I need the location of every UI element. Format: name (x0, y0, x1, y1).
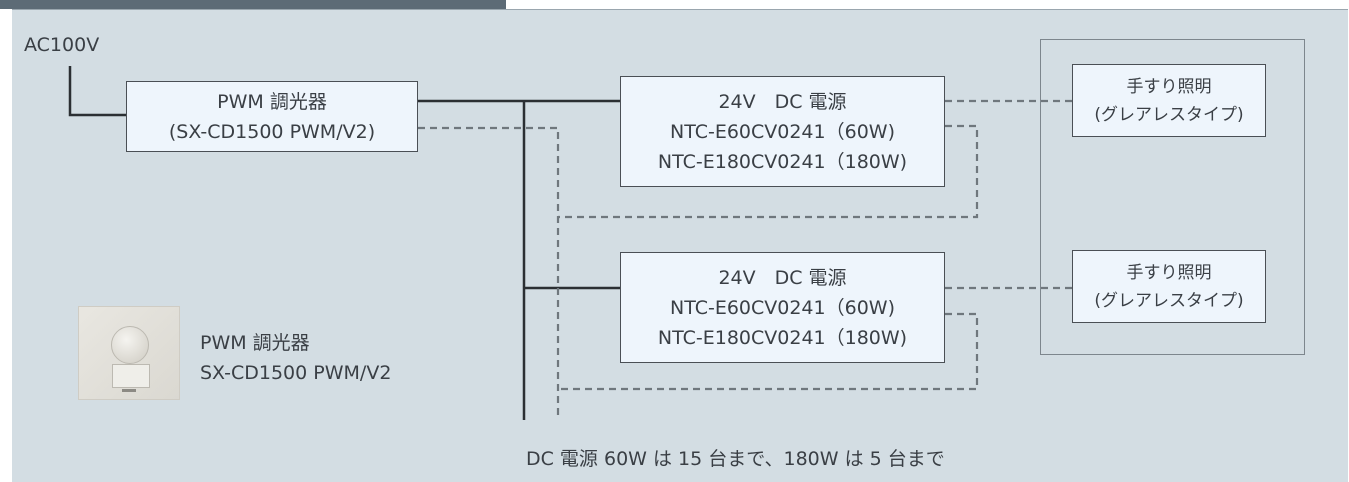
psu-title: 24V DC 電源 (718, 87, 846, 117)
dimmer-box: PWM 調光器 (SX-CD1500 PWM/V2) (126, 81, 418, 152)
photo-caption-title: PWM 調光器 (200, 328, 391, 358)
dimmer-photo (78, 306, 180, 400)
photo-caption-model: SX-CD1500 PWM/V2 (200, 358, 391, 388)
dimmer-photo-caption: PWM 調光器 SX-CD1500 PWM/V2 (200, 328, 391, 388)
psu-model-180w: NTC-E180CV0241（180W) (658, 147, 907, 177)
dimmer-knob-icon (111, 326, 149, 364)
footnote: DC 電源 60W は 15 台まで、180W は 5 台まで (526, 444, 945, 471)
lamp-title: 手すり照明 (1127, 259, 1212, 287)
psu-model-180w: NTC-E180CV0241（180W) (658, 323, 907, 353)
dimmer-title: PWM 調光器 (217, 87, 327, 117)
dimmer-switch-icon (112, 364, 150, 388)
ac-input-label: AC100V (24, 34, 99, 56)
dc-power-supply-box: 24V DC 電源 NTC-E60CV0241（60W) NTC-E180CV0… (620, 252, 945, 363)
lamp-type: (グレアレスタイプ) (1094, 101, 1243, 129)
handrail-light-box: 手すり照明 (グレアレスタイプ) (1072, 250, 1266, 323)
dimmer-model: (SX-CD1500 PWM/V2) (169, 117, 375, 147)
lamp-title: 手すり照明 (1127, 73, 1212, 101)
psu-title: 24V DC 電源 (718, 263, 846, 293)
psu-model-60w: NTC-E60CV0241（60W) (670, 293, 895, 323)
ac-input-wire (70, 66, 126, 115)
handrail-light-box: 手すり照明 (グレアレスタイプ) (1072, 64, 1266, 137)
psu-model-60w: NTC-E60CV0241（60W) (670, 117, 895, 147)
lamp-type: (グレアレスタイプ) (1094, 287, 1243, 315)
dc-power-supply-box: 24V DC 電源 NTC-E60CV0241（60W) NTC-E180CV0… (620, 76, 945, 187)
pwm-signal-wire (418, 128, 558, 420)
dimmer-indicator-icon (122, 389, 136, 392)
